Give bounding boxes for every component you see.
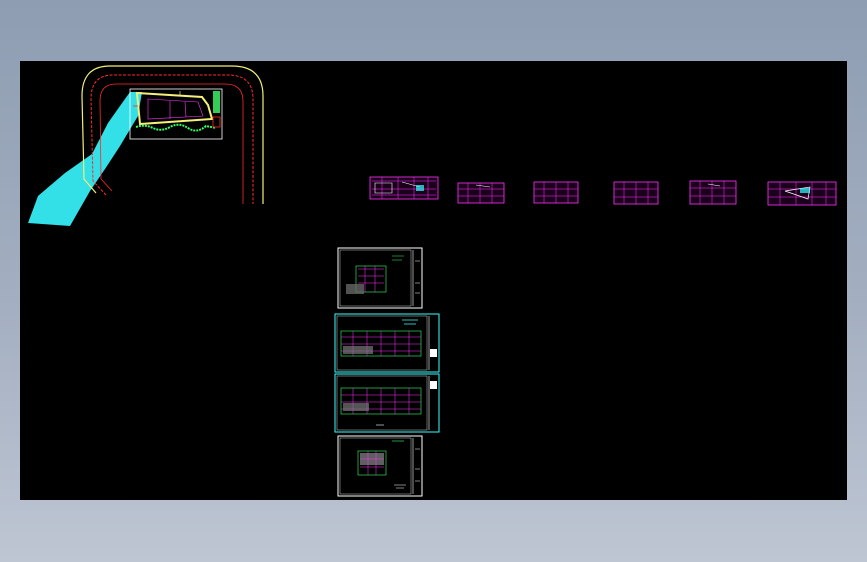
sheet-1-plan-grid (358, 266, 384, 292)
sheet-3-border (336, 375, 428, 431)
sheet-4-title-block (415, 448, 420, 482)
plan-4-grid (614, 182, 658, 204)
sheet-2-notes (402, 319, 418, 325)
road-outer-edge (81, 65, 264, 204)
sheet-1-hatch (346, 284, 364, 294)
plan-6-stair (800, 188, 810, 193)
plan-5-frame (689, 180, 737, 205)
road-center-line (90, 74, 254, 204)
sheet-4-border (339, 437, 412, 495)
red-annex (212, 116, 221, 128)
river-shape (28, 92, 142, 226)
plan-2-grid (458, 183, 504, 203)
plan-5-walls (707, 183, 721, 187)
site-block-boundary (129, 88, 223, 140)
road-inner-edge (99, 83, 244, 204)
plan-2-walls (475, 184, 491, 188)
parking-strip (213, 91, 220, 113)
building-inner-lines (147, 98, 204, 120)
sheet-4-notes (394, 484, 406, 489)
site-plan[interactable] (28, 65, 264, 226)
sheet-4-plan (357, 450, 387, 476)
sheet-1-notes (392, 255, 404, 261)
plan-2-frame (457, 182, 505, 204)
building-outline (135, 91, 214, 126)
sheet-3-title-mark (430, 381, 437, 389)
sheet-4-plan-grid (360, 451, 384, 475)
drawing-sheet-stack[interactable] (334, 247, 440, 497)
sheet-1-border (339, 249, 412, 307)
drawing-sheet-2[interactable] (334, 313, 440, 373)
drawing-sheet-4[interactable] (337, 435, 423, 497)
drawing-svg[interactable] (20, 61, 847, 500)
sheet-2-plan-grid (341, 331, 421, 356)
sheet-3-plan-grid (341, 388, 421, 414)
sheet-2-frame (334, 313, 440, 373)
plan-1-grid (372, 177, 436, 199)
floor-plan-6[interactable] (767, 181, 837, 206)
floor-plan-2[interactable] (457, 182, 505, 204)
plan-6-frame (767, 181, 837, 206)
floor-plan-3[interactable] (533, 181, 579, 204)
drawing-sheet-1[interactable] (337, 247, 423, 309)
floor-plan-4[interactable] (613, 181, 659, 205)
plan-1-frame (369, 176, 439, 200)
plan-5-grid (690, 181, 736, 204)
landscape-green (135, 123, 217, 132)
sheet-2-title-mark (430, 349, 437, 357)
sheet-1-plan (355, 265, 387, 293)
sheet-1-frame (337, 247, 423, 309)
drawing-sheet-3[interactable] (334, 373, 440, 433)
sheet-1-title-block (415, 260, 420, 294)
plan-3-grid (534, 182, 578, 203)
floor-plan-5[interactable] (689, 180, 737, 205)
drawing-canvas[interactable] (20, 61, 847, 500)
sheet-2-hatch (343, 346, 373, 354)
plan-1-stair (416, 185, 424, 191)
sheet-4-frame (337, 435, 423, 497)
sheet-2-border (336, 315, 428, 371)
floor-plan-row[interactable] (369, 176, 837, 206)
floor-plan-1[interactable] (369, 176, 439, 200)
sheet-3-hatch (343, 403, 369, 411)
